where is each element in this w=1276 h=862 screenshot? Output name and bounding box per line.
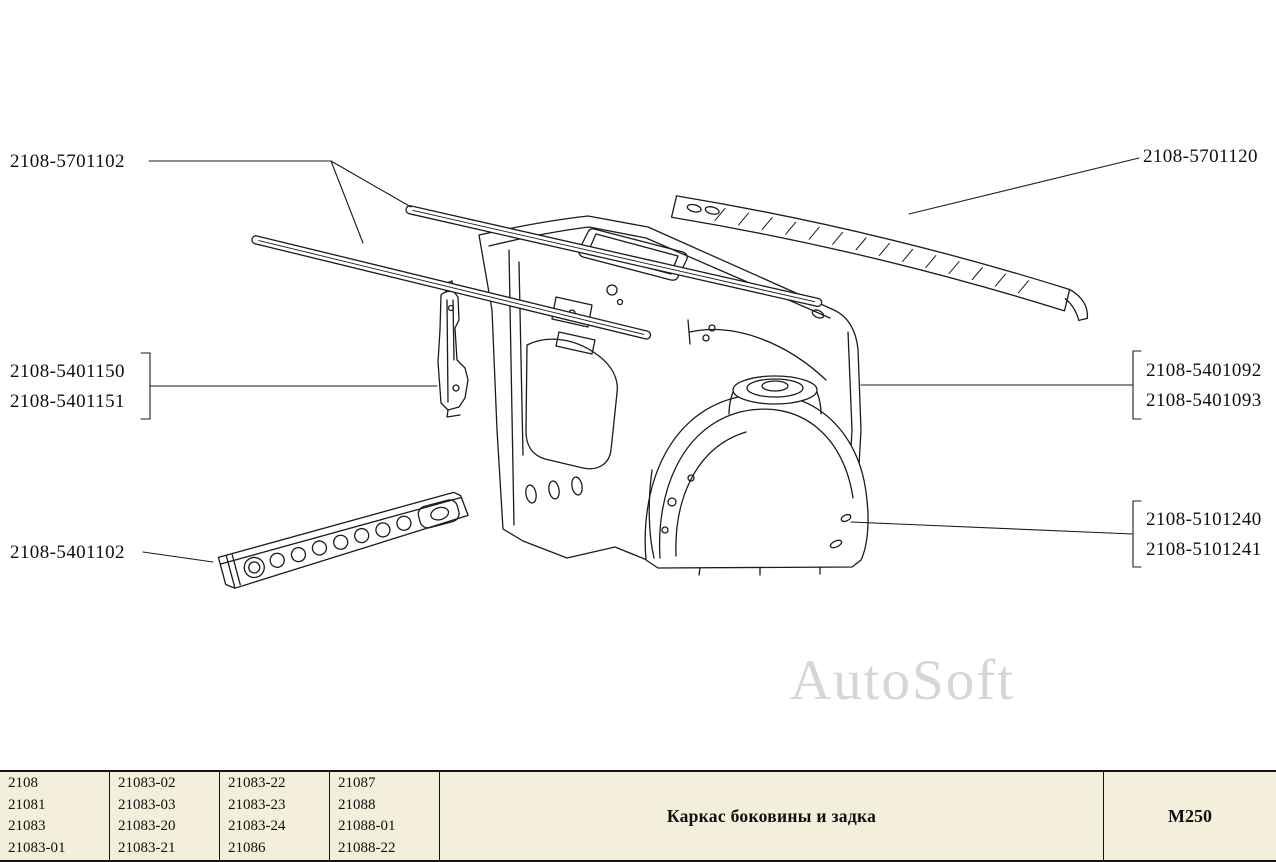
footer-table: 2108 21081 21083 21083-01 21083-02 21083… bbox=[0, 770, 1276, 862]
model-column-4: 21087 21088 21088-01 21088-22 bbox=[330, 772, 440, 860]
model-number: 21083-23 bbox=[228, 796, 286, 813]
part-label-5401150: 2108-5401150 bbox=[10, 361, 125, 382]
sheet-code: М250 bbox=[1168, 805, 1212, 826]
diagram-area: 2108-5701102 2108-5701120 2108-5401150 2… bbox=[10, 146, 1262, 712]
model-number: 21087 bbox=[338, 775, 376, 791]
sheet-code-cell: М250 bbox=[1104, 772, 1276, 860]
watermark: AutoSoft bbox=[790, 649, 1016, 712]
model-column-2: 21083-02 21083-03 21083-20 21083-21 bbox=[110, 772, 220, 860]
part-label-5101240: 2108-5101240 bbox=[1146, 509, 1262, 530]
part-label-5101241: 2108-5101241 bbox=[1146, 539, 1262, 560]
parts-line-drawing bbox=[140, 157, 1142, 589]
model-number: 21088-01 bbox=[338, 818, 396, 834]
model-number: 21088-22 bbox=[338, 839, 396, 856]
model-number: 2108 bbox=[8, 775, 38, 791]
model-number: 21081 bbox=[8, 796, 46, 813]
part-label-5401151: 2108-5401151 bbox=[10, 391, 125, 412]
table-title: Каркас боковины и задка bbox=[666, 805, 877, 826]
model-number: 21083-20 bbox=[118, 818, 176, 834]
leader-lines bbox=[140, 157, 1142, 568]
leader-sill bbox=[142, 551, 214, 563]
part-label-rear-header: 2108-5701120 bbox=[1143, 146, 1258, 167]
part-label-pillar-group: 2108-5401150 2108-5401151 bbox=[10, 357, 125, 417]
model-number: 21086 bbox=[228, 839, 266, 856]
roof-rail-upper bbox=[405, 205, 823, 308]
pillar-reinforcement bbox=[437, 280, 469, 418]
wheel-house bbox=[644, 375, 869, 576]
part-label-sill: 2108-5401102 bbox=[10, 542, 125, 563]
model-number: 21088 bbox=[338, 796, 376, 813]
model-number: 21083-01 bbox=[8, 839, 66, 856]
model-number: 21083-03 bbox=[118, 796, 176, 813]
model-number: 21083-02 bbox=[118, 775, 176, 791]
bracket-wheelhouse bbox=[850, 500, 1142, 568]
leader-roof-rails bbox=[148, 160, 412, 244]
roof-rail-lower bbox=[251, 235, 652, 340]
model-number: 21083 bbox=[8, 818, 46, 834]
bracket-quarter bbox=[860, 350, 1142, 420]
model-column-3: 21083-22 21083-23 21083-24 21086 bbox=[220, 772, 330, 860]
model-number: 21083-24 bbox=[228, 818, 286, 834]
model-number: 21083-22 bbox=[228, 775, 286, 791]
part-label-roof-rails: 2108-5701102 bbox=[10, 151, 125, 172]
part-label-5401093: 2108-5401093 bbox=[1146, 390, 1262, 411]
leader-rear-header bbox=[908, 157, 1140, 215]
model-number: 21083-21 bbox=[118, 839, 176, 856]
sill-panel bbox=[217, 491, 469, 589]
model-column-1: 2108 21081 21083 21083-01 bbox=[0, 772, 110, 860]
part-label-quarter-group: 2108-5401092 2108-5401093 bbox=[1146, 356, 1262, 416]
part-label-wheelhouse-group: 2108-5101240 2108-5101241 bbox=[1146, 505, 1262, 565]
bracket-pillar bbox=[140, 352, 438, 420]
part-label-5401092: 2108-5401092 bbox=[1146, 360, 1262, 381]
table-title-cell: Каркас боковины и задка bbox=[440, 772, 1104, 860]
rear-header-rail bbox=[670, 195, 1089, 322]
